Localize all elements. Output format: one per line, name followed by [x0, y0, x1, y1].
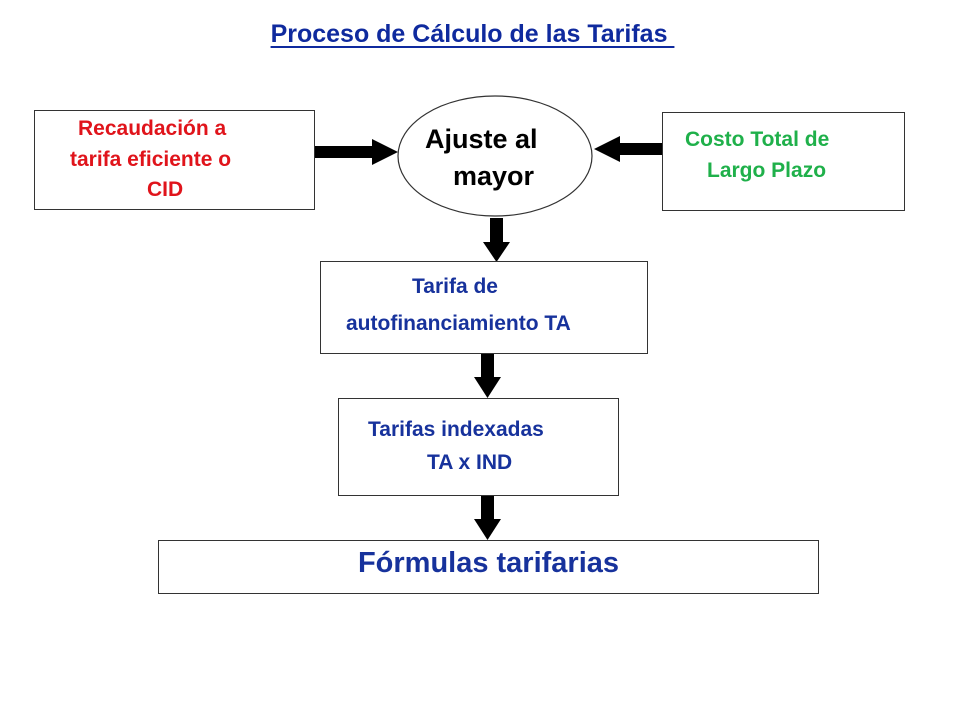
edge-costo-to-ajuste — [594, 136, 663, 162]
ajuste-line-1: Ajuste al — [425, 124, 538, 154]
edge-tarifas-indexadas-to-formulas — [474, 496, 501, 540]
edge-tarifa-autofin-to-tarifas-indexadas — [474, 354, 501, 398]
costo-line-2: Largo Plazo — [707, 159, 827, 182]
edge-ajuste-to-tarifa-autofin — [483, 218, 510, 262]
node-costo — [662, 112, 905, 211]
recaudacion-line-2: tarifa eficiente o — [70, 148, 232, 171]
formulas-label: Fórmulas tarifarias — [357, 547, 620, 579]
ajuste-line-2: mayor — [453, 161, 535, 191]
node-tarifas-indexadas — [338, 398, 619, 496]
recaudacion-line-1: Recaudación a — [78, 117, 227, 140]
recaudacion-line-3: CID — [147, 178, 184, 201]
node-formulas — [158, 540, 819, 594]
costo-line-1: Costo Total de — [685, 128, 830, 151]
tarifas-indexadas-line-1: Tarifas indexadas — [368, 418, 544, 441]
diagram-title: Proceso de Cálculo de las Tarifas — [270, 20, 675, 48]
edge-recaudacion-to-ajuste — [314, 139, 398, 165]
tarifa-autofin-line-2: autofinanciamiento TA — [346, 312, 571, 335]
node-recaudacion — [34, 110, 315, 210]
node-ajuste — [397, 95, 593, 217]
node-tarifa-autofin — [320, 261, 648, 354]
tarifas-indexadas-line-2: TA x IND — [427, 451, 513, 474]
tarifa-autofin-line-1: Tarifa de — [412, 275, 498, 298]
